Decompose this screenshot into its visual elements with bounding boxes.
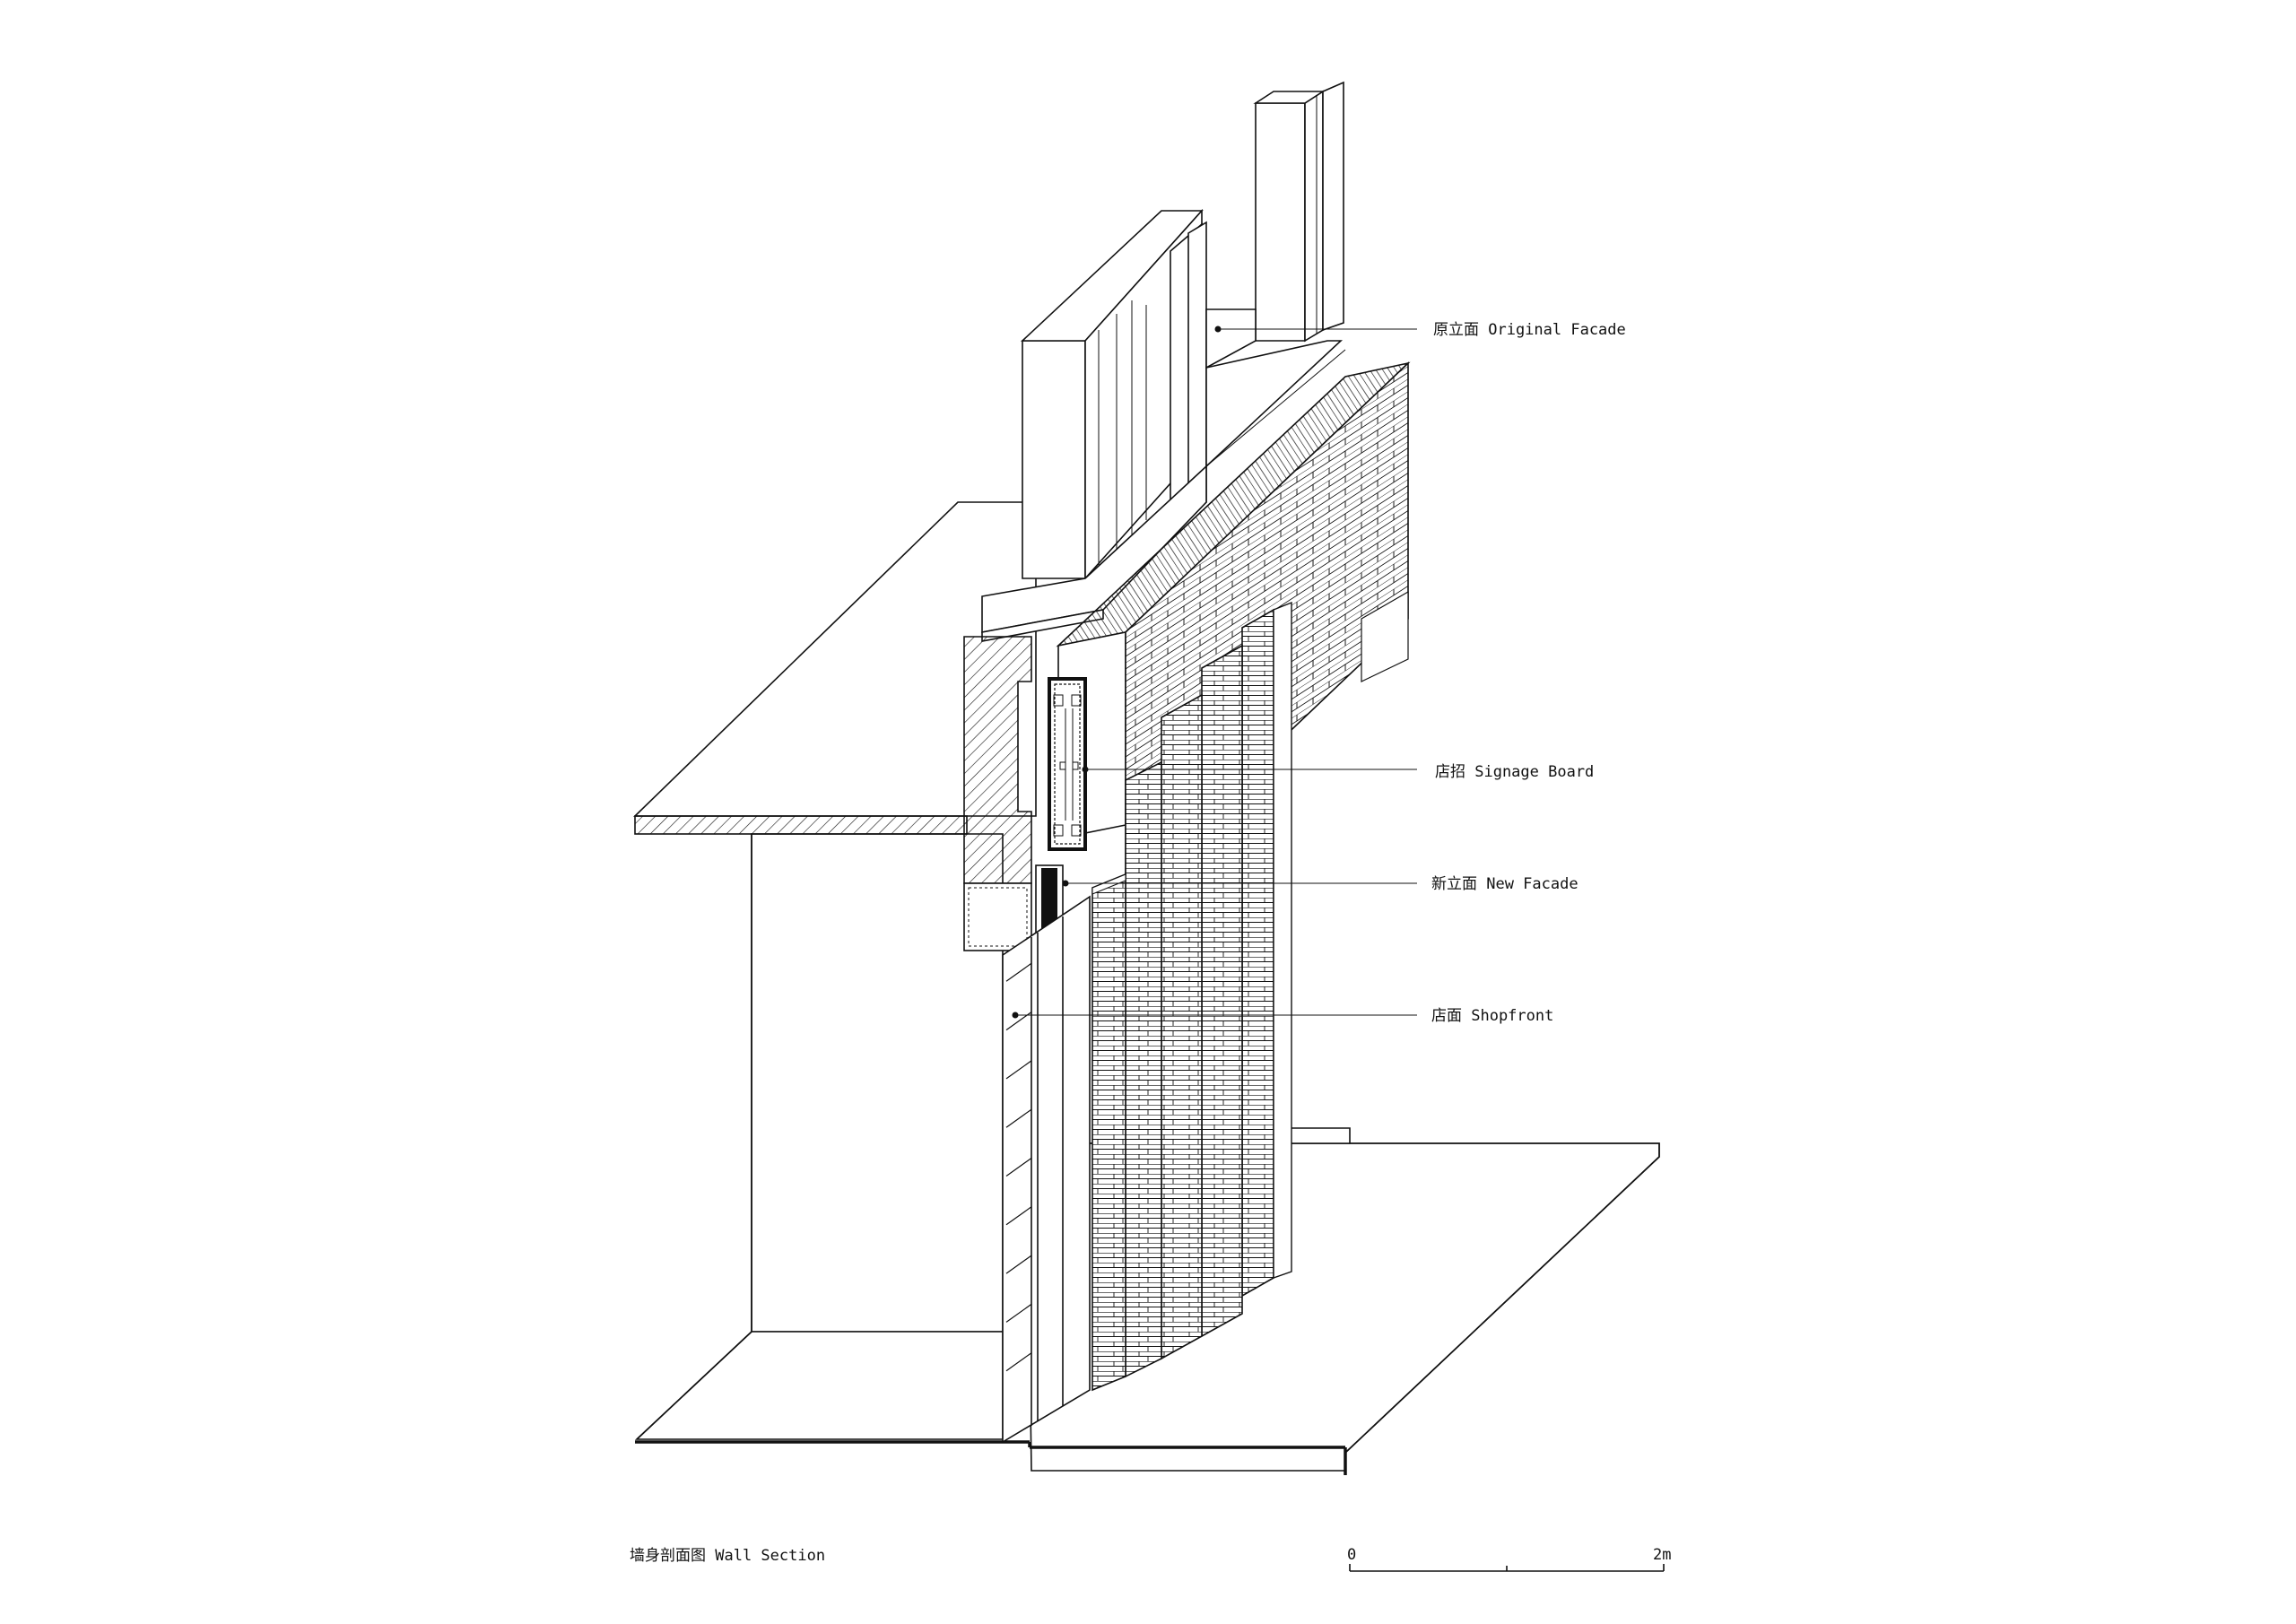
drawing-title: 墙身剖面图 Wall Section xyxy=(630,1547,825,1565)
scale-bar-end-label: 2m xyxy=(1653,1546,1671,1564)
original-facade xyxy=(981,81,1346,642)
callout-signage-board: 店招 Signage Board xyxy=(1435,763,1594,781)
base-line xyxy=(635,1440,1347,1475)
shopfront-mullion xyxy=(1005,1060,1032,1080)
shopfront-mullion xyxy=(1005,962,1032,982)
callout-new-facade: 新立面 New Facade xyxy=(1431,875,1578,893)
shopfront xyxy=(1002,895,1091,1444)
shopfront-mullion xyxy=(1005,1352,1032,1372)
brick-columns xyxy=(1091,601,1292,1392)
shopfront-mullion xyxy=(1005,1206,1032,1226)
scale-bar: 0 2m xyxy=(1347,1546,1671,1572)
signage-board xyxy=(1048,677,1087,851)
shopfront-mullion xyxy=(1005,1158,1032,1177)
callout-original-facade: 原立面 Original Facade xyxy=(1433,321,1626,339)
shopfront-mullion xyxy=(1005,1108,1032,1128)
shopfront-mullion xyxy=(1005,1303,1032,1323)
beam-section xyxy=(963,636,1032,951)
callout-leaders xyxy=(1012,326,1417,1019)
shopfront-mullion xyxy=(1005,1255,1032,1274)
interior-room xyxy=(634,833,1004,1440)
scale-bar-start-label: 0 xyxy=(1347,1546,1356,1564)
callout-shopfront: 店面 Shopfront xyxy=(1431,1007,1553,1025)
ceiling-slab xyxy=(633,501,1037,835)
